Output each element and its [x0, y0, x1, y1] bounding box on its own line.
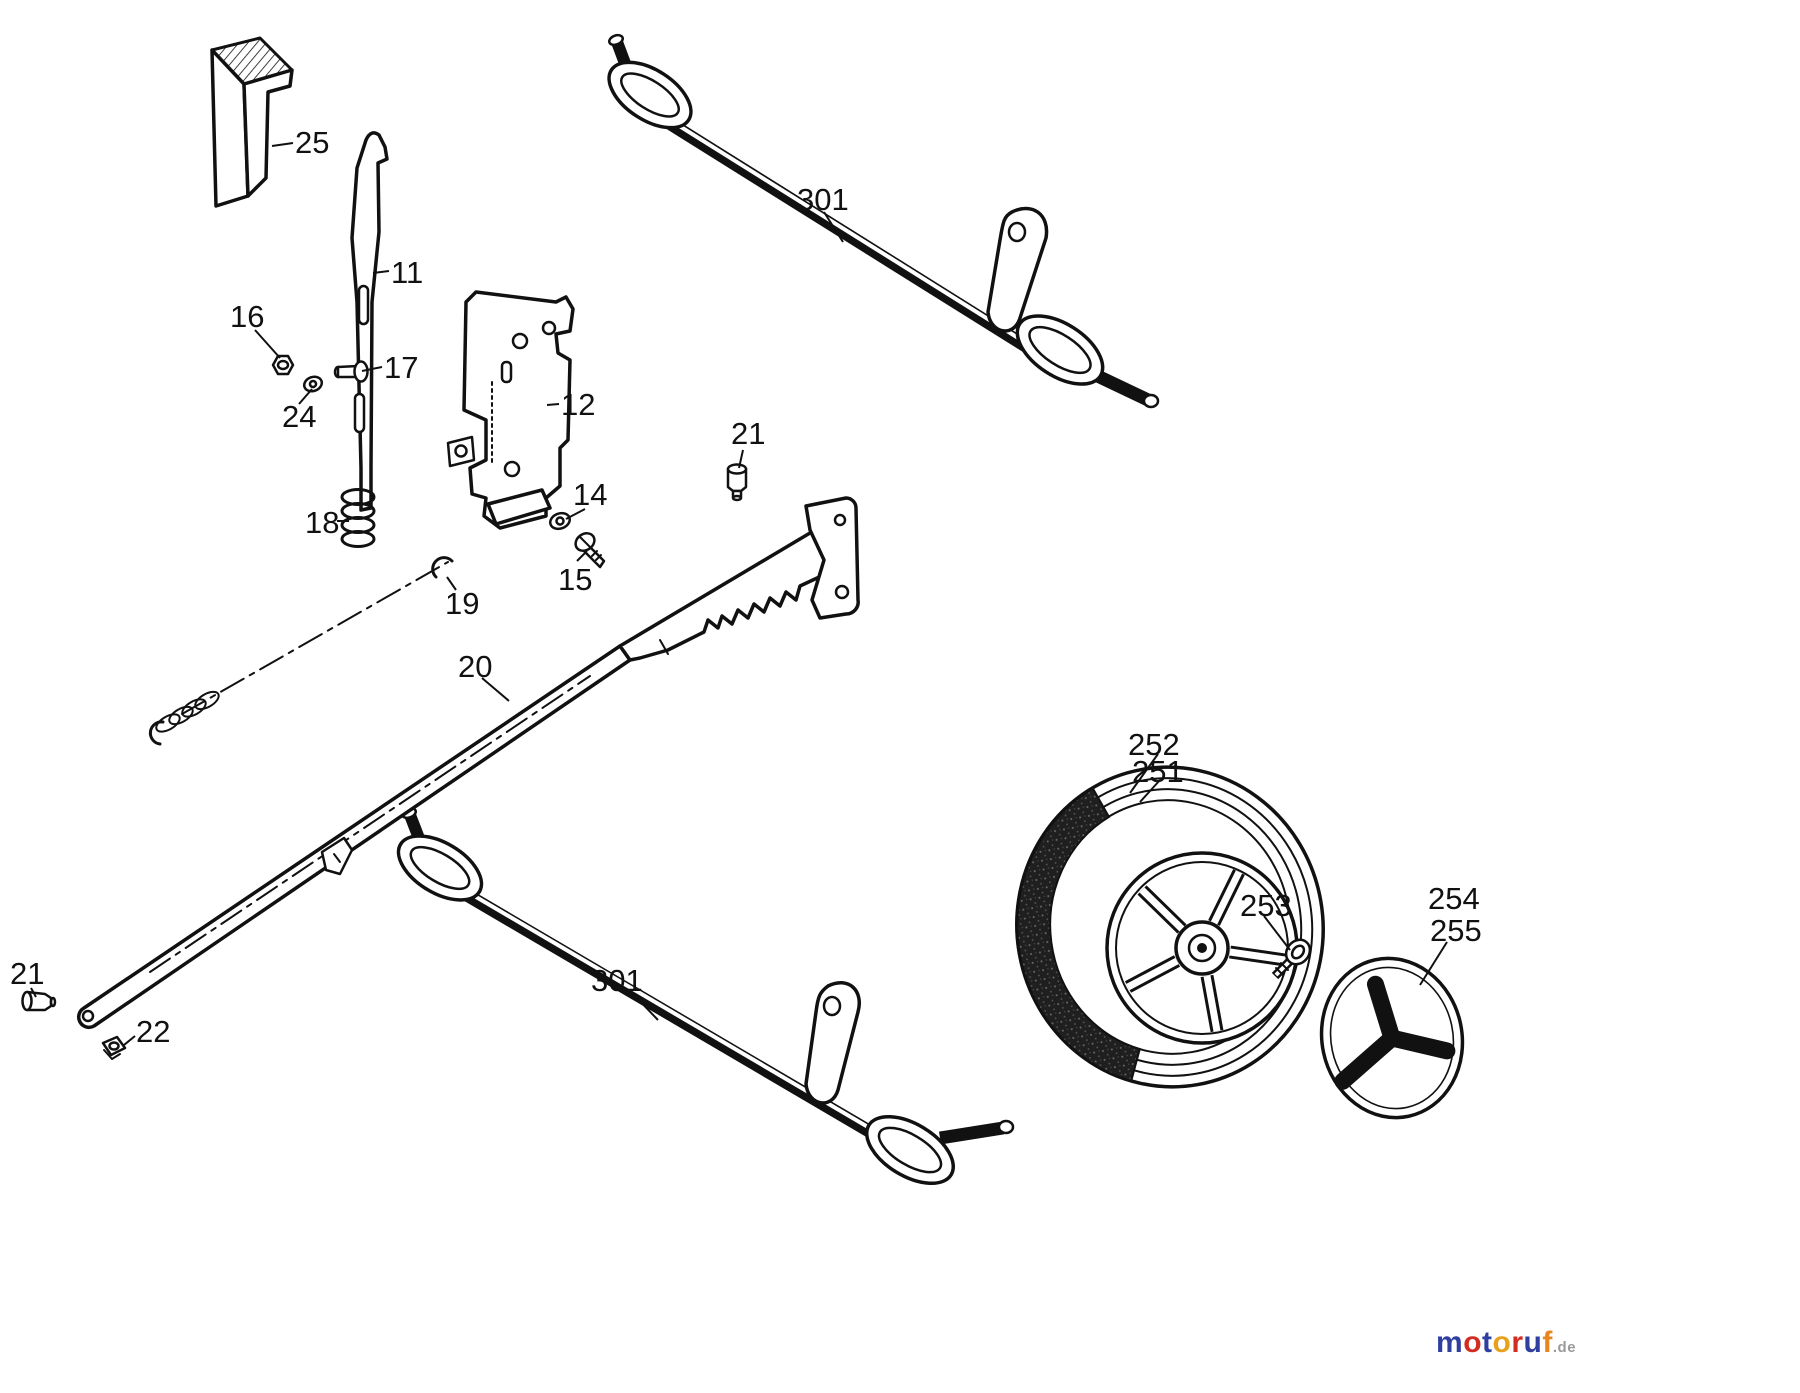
logo-letter: o [1493, 1326, 1512, 1359]
part-label-255: 255 [1430, 913, 1482, 948]
axle-bottom-hanger-bracket [804, 980, 861, 1105]
part-label-253: 253 [1240, 888, 1292, 923]
part-12-bracket [446, 290, 575, 530]
logo-letter: u [1524, 1326, 1543, 1359]
axle-bottom-left-plate [396, 834, 484, 902]
brand-logo: motoruf.de [1436, 1326, 1576, 1359]
leader-lines [30, 142, 1448, 1046]
logo-letter: o [1463, 1326, 1482, 1359]
part-251-252-wheel [1015, 765, 1325, 1089]
part-25-bracket [210, 36, 294, 208]
part-label-12: 12 [561, 387, 595, 422]
part-20-lever-bar [77, 496, 860, 1030]
part-label-19: 19 [445, 586, 479, 621]
logo-letter: m [1436, 1326, 1463, 1359]
part-label-22: 22 [136, 1014, 170, 1049]
part-21-bolt-bottom [21, 990, 57, 1012]
part-24-washer [302, 375, 324, 393]
part-254-255-hubcap [1319, 956, 1465, 1120]
part-21-bolt-top [726, 463, 748, 502]
logo-letter: r [1511, 1326, 1523, 1359]
part-14-washer [549, 511, 571, 531]
part-label-251: 251 [1132, 754, 1184, 789]
wheel-spokes [1124, 869, 1286, 1033]
brand-logo-text: motoruf.de [1436, 1326, 1576, 1359]
part-22-clip [101, 1035, 127, 1060]
logo-letter: t [1482, 1326, 1493, 1359]
hubcap-y-spokes [1334, 975, 1456, 1090]
part-label-21-bottom: 21 [10, 956, 44, 991]
part-label-16: 16 [230, 299, 264, 334]
axle-assembly-top [607, 33, 1160, 409]
part-label-17: 17 [384, 350, 418, 385]
part-18-spring [340, 488, 376, 548]
part-label-21-top: 21 [731, 416, 765, 451]
part-15-screw [574, 532, 606, 569]
part-253-screw [1271, 938, 1312, 980]
part-label-15: 15 [558, 562, 592, 597]
logo-letter: f [1542, 1326, 1553, 1359]
part-label-252: 252 [1128, 727, 1180, 762]
axle-top-right-plate [1015, 314, 1160, 409]
part-label-301-bottom: 301 [591, 963, 643, 998]
part-11-lever [350, 131, 389, 512]
axle-top-hanger-bracket [986, 206, 1049, 333]
part-label-25: 25 [295, 125, 329, 160]
lever-bar-tab [320, 836, 354, 876]
part-17-bolt [333, 360, 369, 383]
part-labels: 25 11 16 17 24 12 21 14 18 15 19 20 301 … [10, 125, 1482, 1049]
part-16-nut [271, 354, 295, 376]
axle-assembly-bottom [396, 806, 1015, 1186]
part-label-301-top: 301 [797, 182, 849, 217]
logo-suffix: .de [1553, 1339, 1576, 1356]
part-label-18: 18 [305, 505, 339, 540]
part-label-254: 254 [1428, 881, 1480, 916]
part-label-11: 11 [391, 255, 423, 290]
part-19-tension-rod [148, 556, 454, 746]
part-label-24: 24 [282, 399, 316, 434]
part-label-14: 14 [573, 477, 607, 512]
wheel-tread [1016, 786, 1141, 1083]
axle-top-left-plate [607, 60, 693, 130]
part-label-20: 20 [458, 649, 492, 684]
axle-bottom-right-plate [864, 1114, 1015, 1186]
